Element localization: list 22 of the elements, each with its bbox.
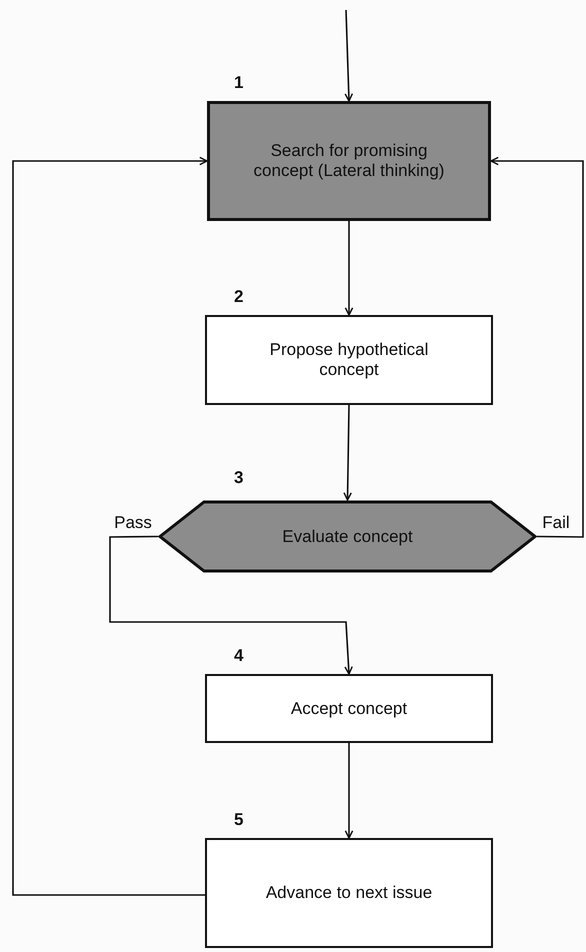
step-number: 5: [234, 810, 244, 830]
arrow: [109, 536, 353, 675]
process-box: [205, 315, 493, 405]
node-label: Advance to next issue: [266, 883, 432, 903]
node-label: Accept concept: [290, 698, 408, 718]
arrow: [344, 10, 354, 102]
decision-hexagon: [158, 500, 537, 573]
process-box: [205, 674, 493, 743]
arrow: [344, 743, 354, 839]
arrow: [343, 404, 352, 501]
step-number: 1: [234, 73, 244, 93]
step-number: 3: [234, 468, 244, 488]
arrow: [344, 221, 354, 316]
node-label: Evaluate concept: [282, 526, 413, 546]
arrow: [490, 156, 584, 538]
arrow: [12, 156, 208, 896]
process-box: [207, 101, 491, 221]
step-number: 2: [234, 287, 244, 307]
step-number: 4: [234, 646, 244, 666]
node-label: Propose hypothetical concept: [268, 340, 430, 380]
node-label: Search for promising concept (Lateral thinking): [252, 141, 446, 181]
process-box: [205, 838, 493, 948]
